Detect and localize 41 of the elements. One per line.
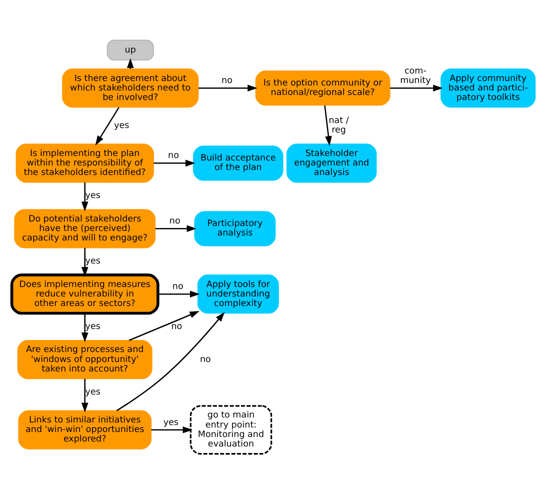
node-box: Does implementing measures reduce vulnerability in other areas or sectors? [10,273,160,314]
arrow [151,426,193,433]
node-box: Are existing processes and 'windows of opportunity' taken into account? [17,340,152,379]
arrow [324,105,332,146]
node-box: go to main entry point: Monitoring and evaluation [190,404,272,454]
edge-label: no [222,76,232,86]
arrow [81,312,88,342]
arrow [390,84,443,92]
edge-label: yes [163,417,178,428]
edge-label: no [172,282,184,292]
edge-label: no [168,150,179,161]
arrow [95,106,120,145]
arrow [154,159,196,166]
arrow [198,84,258,92]
arrow [128,310,200,340]
arrow [116,311,225,411]
node-box: Links to similar initiatives and 'win-win' opportunities explored? [18,410,152,449]
arrow [81,182,88,211]
edge-label: no [171,322,182,332]
arrow [81,378,88,412]
edge-label: no [169,216,180,226]
node-box: Apply community based and partici- patory toolkits [440,68,536,108]
edge-label: yes [85,190,100,201]
node-box: Build acceptance of the plan [193,145,284,180]
arrow [158,290,200,298]
edge-label: no [200,354,211,364]
edge-label: yes [114,120,130,130]
node-box: up [106,39,154,60]
edge-label: com- munity [400,66,431,86]
arrow [81,247,88,276]
edge-label: yes [85,387,100,398]
edge-label: nat / reg [328,116,349,136]
arrow [155,224,197,232]
node-box: Is the option community or national/regional scale? [255,70,390,106]
node-box: Stakeholder engagement and analysis [286,143,377,182]
node-box: Apply tools for understanding complexity [197,274,279,314]
node-box: Participatory analysis [194,210,276,246]
edge-label: yes [85,256,100,266]
node-box: Is implementing the plan within the responsibility of the stakeholders identified? [16,143,154,182]
edge-label: yes [85,322,100,332]
node-box: Do potential stakeholders have the (perceived) capacity and will to engage? [14,208,156,248]
